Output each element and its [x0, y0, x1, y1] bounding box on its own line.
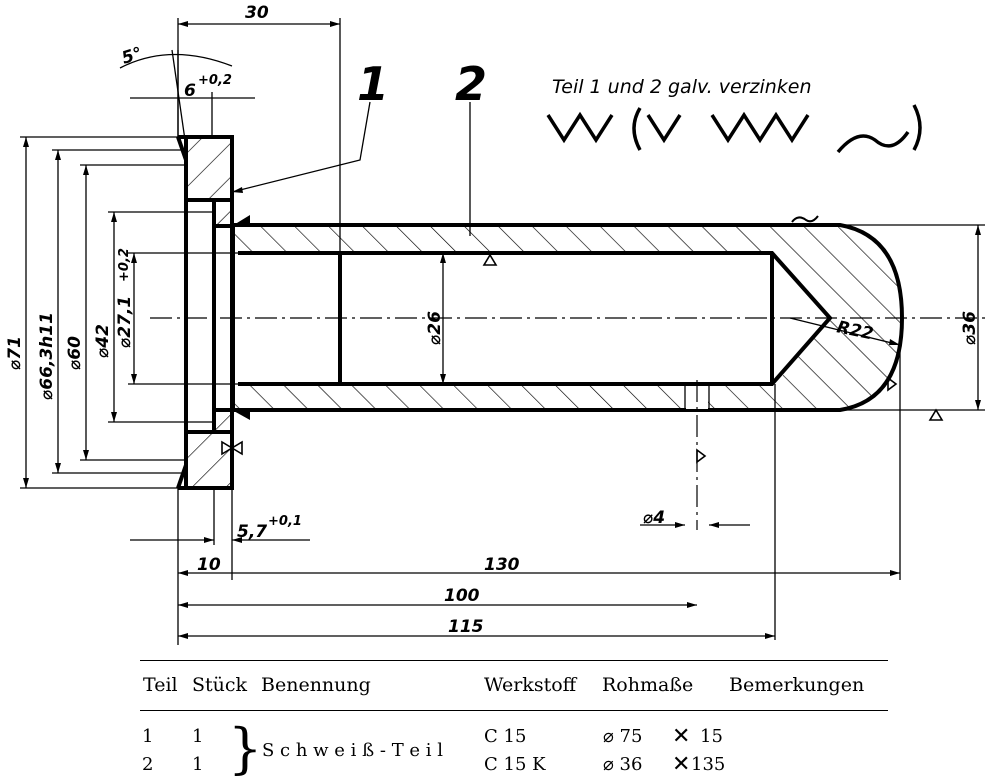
tol-271: +0,2 — [117, 248, 132, 282]
dimension-lines — [20, 18, 985, 645]
table-top-rule — [140, 660, 888, 661]
part-2-shaft — [231, 223, 905, 412]
row2-times: ✕ — [672, 752, 691, 777]
arrowheads — [23, 21, 981, 639]
row2-teil: 2 — [142, 754, 154, 775]
row1-len: 15 — [700, 726, 723, 747]
part-1-label: 1 — [357, 57, 389, 111]
dim-dia-36: ⌀36 — [960, 311, 980, 345]
part-1-flange — [176, 135, 250, 490]
dim-dia-663: ⌀66,3h11 — [37, 312, 57, 400]
dim-6: 6 — [184, 81, 196, 101]
tol-5-7: +0,1 — [268, 514, 302, 529]
row2-dia: ⌀ 36 — [603, 754, 643, 775]
row1-times: ✕ — [672, 724, 691, 749]
brace-icon: } — [228, 717, 263, 780]
header-bemerkungen: Bemerkungen — [729, 674, 865, 696]
row1-stueck: 1 — [192, 726, 204, 747]
dim-130: 130 — [484, 555, 520, 575]
dim-dia-4: ⌀4 — [643, 508, 665, 528]
header-stueck: Stück — [192, 674, 248, 696]
table-header-rule — [140, 710, 888, 711]
dim-100: 100 — [444, 586, 480, 606]
dim-dia-42: ⌀42 — [93, 324, 113, 358]
header-benennung: Benennung — [261, 674, 371, 696]
technical-drawing: 1 2 Teil 1 und 2 galv. verzinken 30 5° 6… — [5, 3, 990, 645]
header-werkstoff: Werkstoff — [484, 674, 577, 696]
surface-symbols — [221, 104, 944, 464]
dim-10: 10 — [197, 555, 221, 575]
dim-angle-5: 5° — [119, 43, 145, 68]
row1-werkstoff: C 15 — [484, 726, 527, 747]
row1-dia: ⌀ 75 — [603, 726, 643, 747]
dim-115: 115 — [448, 617, 484, 637]
dim-5-7: 5,7 — [237, 522, 267, 542]
header-rohmasse: Rohmaße — [602, 674, 694, 696]
row1-teil: 1 — [142, 726, 154, 747]
row2-len: 135 — [691, 754, 726, 775]
part-2-label: 2 — [455, 57, 487, 111]
note-galvanize: Teil 1 und 2 galv. verzinken — [552, 76, 812, 98]
dim-dia-26: ⌀26 — [425, 311, 445, 345]
dim-dia-71: ⌀71 — [5, 336, 25, 370]
row2-stueck: 1 — [192, 754, 204, 775]
dim-dia-271: ⌀27,1 — [115, 296, 135, 348]
row2-werkstoff: C 15 K — [484, 754, 546, 775]
header-teil: Teil — [143, 674, 178, 696]
benennung-schweissteil: S c h w e i ß - T e i l — [262, 740, 444, 761]
tol-6: +0,2 — [198, 73, 232, 88]
dim-dia-60: ⌀60 — [65, 336, 85, 370]
dim-30: 30 — [245, 3, 269, 23]
